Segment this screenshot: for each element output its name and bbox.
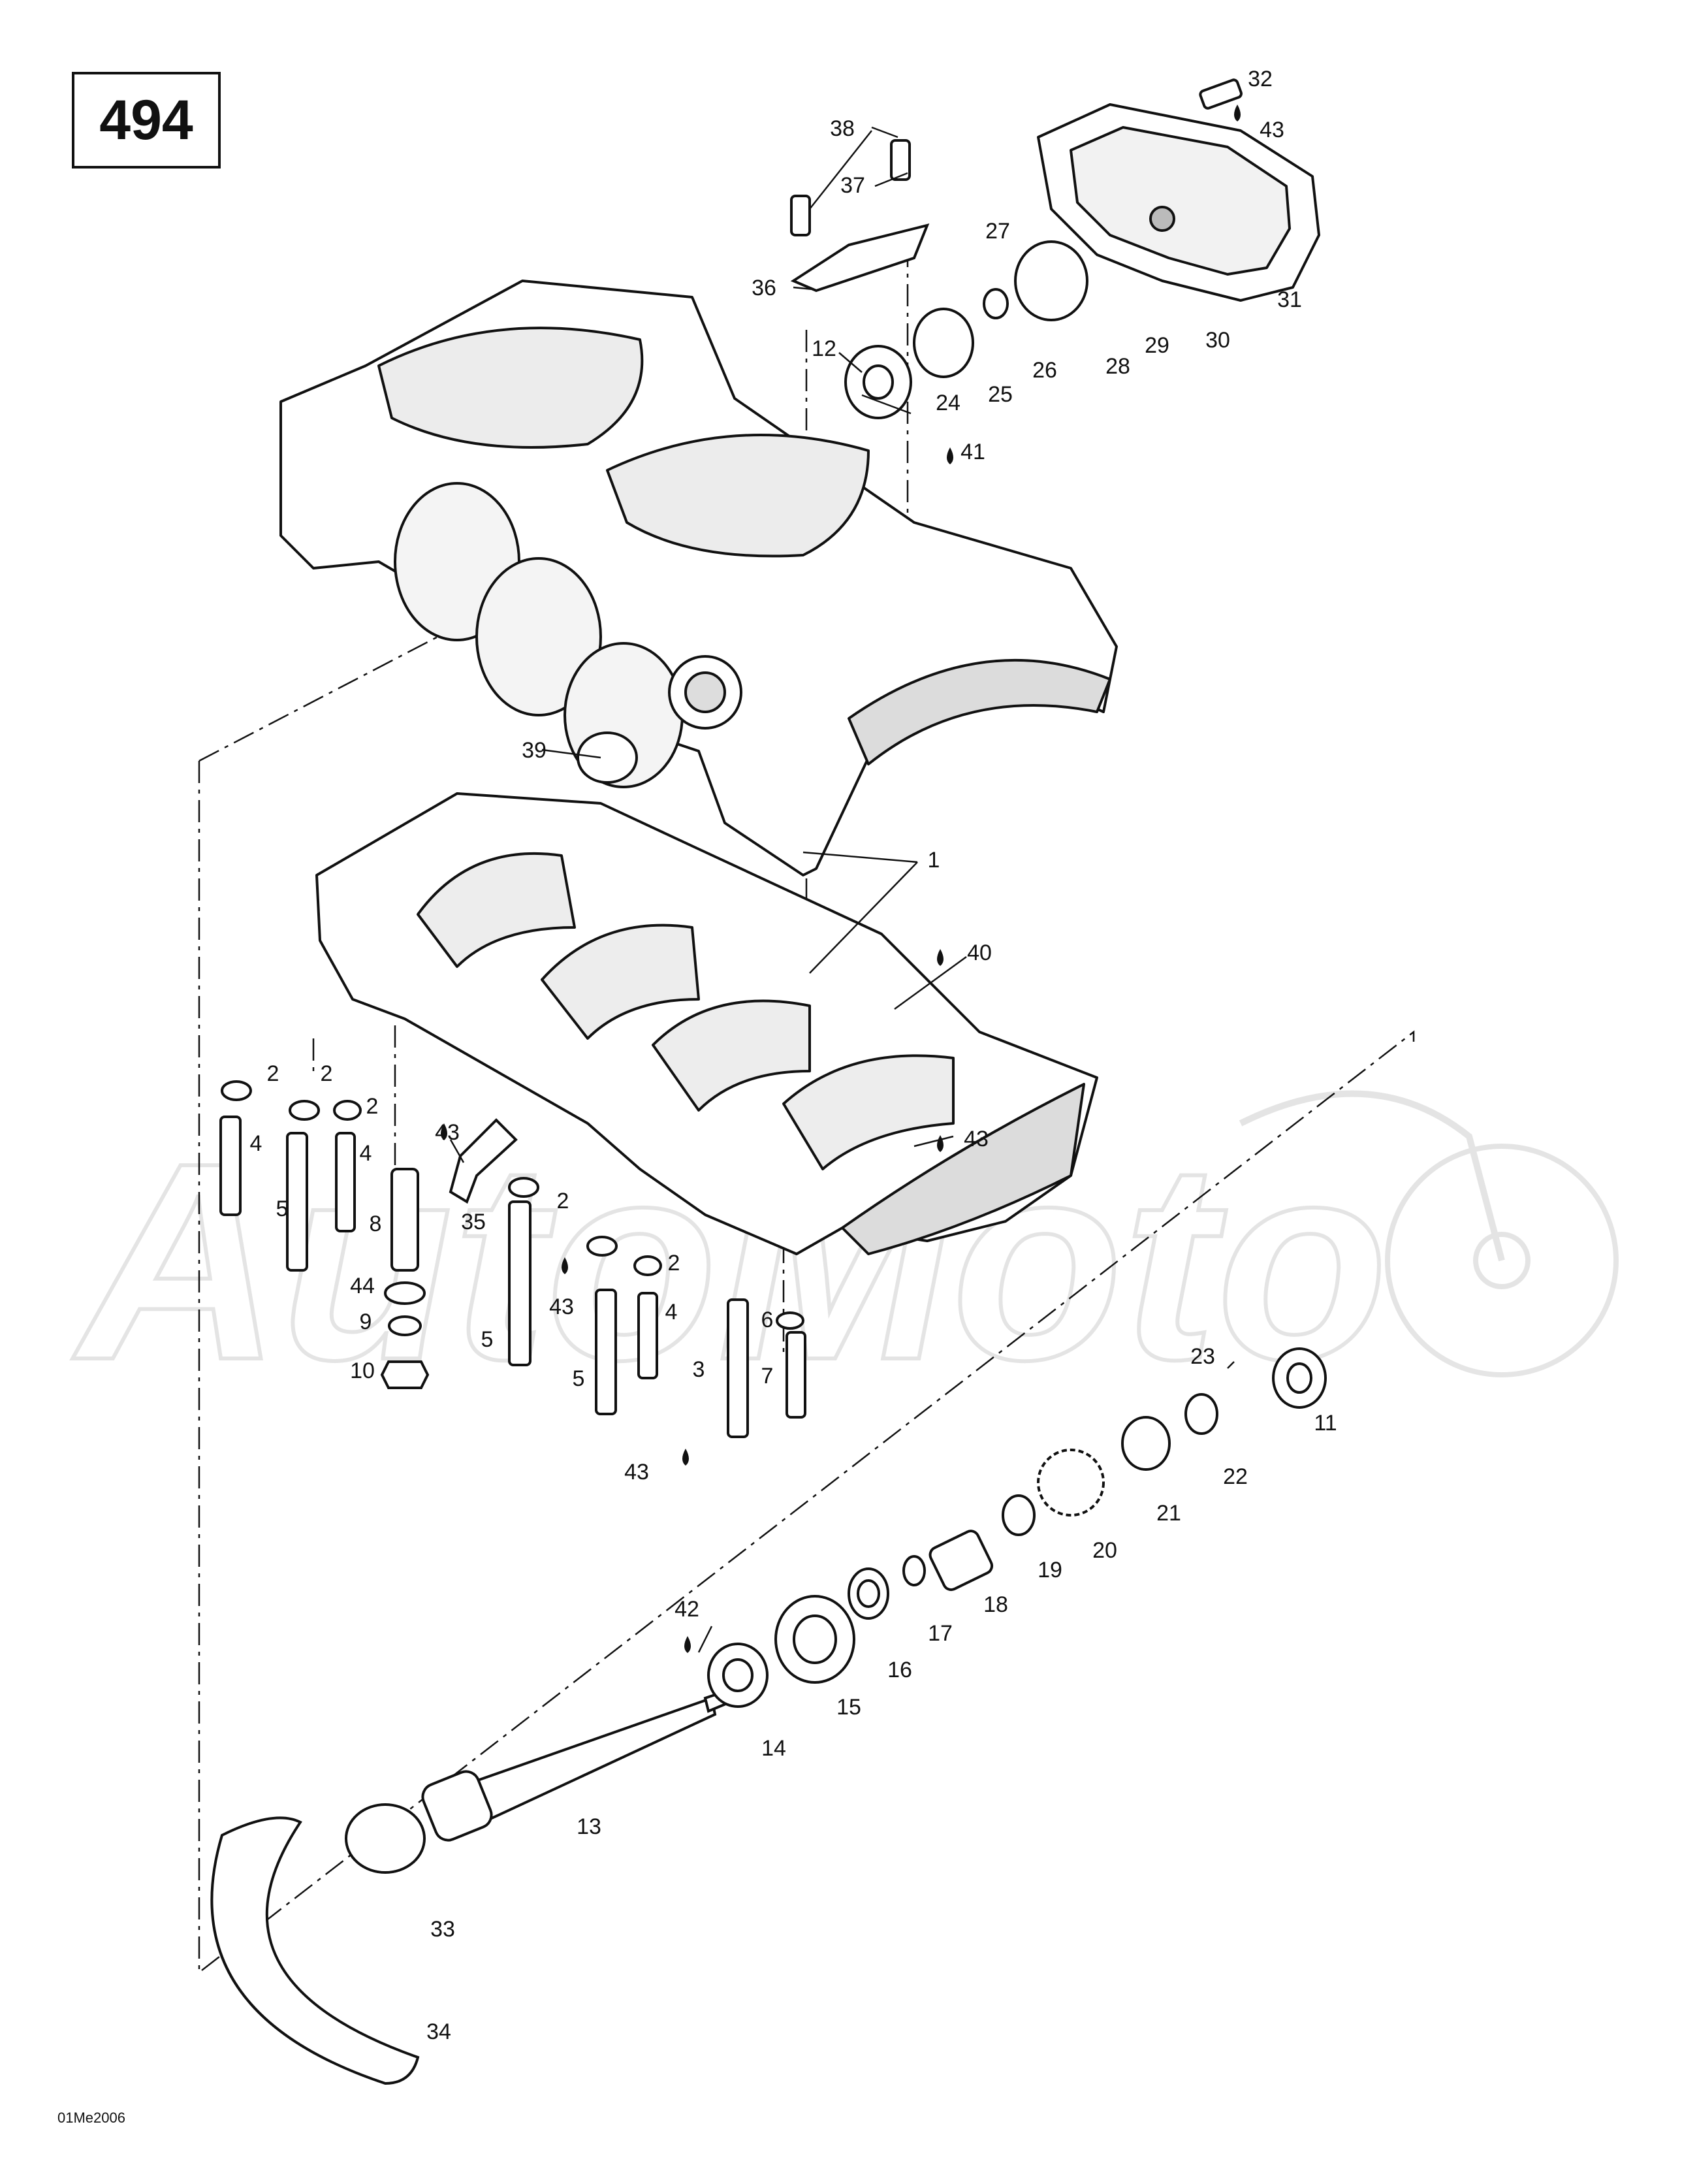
fasteners: [219, 1080, 806, 1438]
callout-42: 42: [674, 1597, 699, 1622]
callout-43: 43: [624, 1460, 649, 1485]
callout-13: 13: [577, 1814, 601, 1839]
diagram-page-number: 494: [72, 72, 221, 169]
callout-32: 32: [1248, 67, 1273, 91]
callout-28: 28: [1105, 354, 1130, 379]
rotary-valve-cover: [1037, 103, 1320, 302]
callout-2: 2: [267, 1061, 279, 1086]
callout-15: 15: [836, 1695, 861, 1720]
callout-39: 39: [522, 738, 547, 763]
sealant-drop-icons: [441, 104, 1241, 1653]
callout-12: 12: [812, 336, 836, 361]
callout-24: 24: [936, 391, 960, 415]
callout-2: 2: [668, 1251, 680, 1276]
callout-43: 43: [549, 1294, 574, 1319]
callout-23: 23: [1190, 1344, 1215, 1369]
callout-43: 43: [1260, 118, 1284, 142]
lower-crankcase: [315, 792, 1098, 1255]
callout-44: 44: [350, 1274, 375, 1298]
callout-36: 36: [752, 276, 776, 300]
drop-icon: [684, 1636, 691, 1653]
callout-1: 1: [928, 848, 940, 873]
callout-34: 34: [426, 2019, 451, 2044]
drop-icon: [1234, 104, 1241, 121]
callout-4: 4: [250, 1131, 262, 1156]
callout-5: 5: [276, 1196, 289, 1221]
upper-small-parts: [577, 78, 1243, 784]
callout-10: 10: [350, 1358, 375, 1383]
callout-20: 20: [1092, 1538, 1117, 1563]
callout-41: 41: [960, 440, 985, 464]
drop-icon: [562, 1257, 568, 1274]
callout-38: 38: [830, 116, 855, 141]
callout-30: 30: [1205, 328, 1230, 353]
callout-16: 16: [887, 1658, 912, 1682]
callout-2: 2: [557, 1189, 569, 1213]
callout-6: 6: [761, 1308, 774, 1332]
callout-21: 21: [1156, 1501, 1181, 1526]
callout-2: 2: [321, 1061, 333, 1086]
drop-icon: [441, 1123, 447, 1140]
callout-5: 5: [573, 1366, 585, 1391]
callout-18: 18: [983, 1592, 1008, 1617]
callout-17: 17: [928, 1621, 953, 1646]
callout-22: 22: [1223, 1464, 1248, 1489]
callout-4: 4: [665, 1300, 678, 1325]
callout-labels: 1 2 2 2 2 2 3 4 4 4 5 5 5 6 7 8 9 10 11 …: [250, 67, 1337, 2044]
drop-icon: [947, 447, 953, 464]
pinion-gear: [1037, 1449, 1105, 1517]
drop-icon: [682, 1449, 689, 1466]
callout-40: 40: [967, 940, 992, 965]
callout-2: 2: [366, 1094, 379, 1119]
callout-37: 37: [840, 173, 865, 198]
callout-11: 11: [1314, 1411, 1337, 1436]
callout-27: 27: [985, 219, 1010, 244]
callout-26: 26: [1032, 358, 1057, 383]
flywheel-parts: [210, 1803, 426, 2085]
callout-3: 3: [693, 1357, 705, 1382]
callout-31: 31: [1277, 287, 1302, 312]
upper-crankcase: [279, 280, 1118, 876]
callout-25: 25: [988, 382, 1013, 407]
bearing-parts: [707, 1347, 1327, 1708]
drawing-code: 01Me2006: [57, 2110, 125, 2126]
callout-43: 43: [964, 1127, 989, 1151]
retaining-ring: [345, 1803, 426, 1874]
callout-33: 33: [430, 1917, 455, 1942]
callout-14: 14: [761, 1736, 786, 1761]
callout-19: 19: [1038, 1558, 1062, 1582]
callout-5: 5: [481, 1327, 494, 1352]
callout-35: 35: [461, 1210, 486, 1234]
callout-29: 29: [1145, 333, 1169, 358]
watermark-wheel: [1385, 1144, 1619, 1377]
drop-icon: [937, 949, 944, 966]
callout-7: 7: [761, 1364, 774, 1389]
callout-4: 4: [360, 1141, 372, 1166]
callout-43: 43: [435, 1120, 460, 1145]
callout-9: 9: [360, 1309, 372, 1334]
callout-8: 8: [370, 1212, 382, 1236]
drop-icon: [937, 1135, 944, 1152]
leader-lines: [449, 126, 1235, 1653]
